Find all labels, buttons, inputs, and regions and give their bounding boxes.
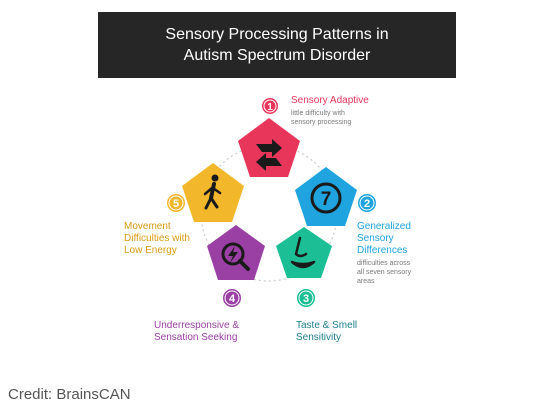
pattern-2-title-line-2: Sensory	[357, 233, 394, 244]
pattern-3-number-badge: 3	[297, 289, 315, 307]
magnifier-bolt-icon	[221, 242, 250, 271]
pattern-4-title-line-2: Sensation Seeking	[154, 332, 238, 343]
pattern-1-number-badge: 1	[262, 98, 278, 114]
pattern-2-title-line-1: Generalized	[357, 221, 411, 232]
pattern-4-number-badge: 4	[223, 289, 241, 307]
pattern-2-number: 2	[364, 198, 370, 210]
image-credit: Credit: BrainsCAN	[8, 386, 131, 403]
pattern-1-subtitle-line-2: sensory processing	[291, 119, 352, 126]
walking-person-icon	[203, 174, 222, 210]
pattern-3-title-line-1: Taste & Smell	[296, 320, 358, 331]
pattern-3-label: Taste & Smell Sensitivity	[296, 320, 357, 344]
pattern-2-number-badge: 2	[358, 194, 376, 212]
swap-arrows-icon	[256, 139, 282, 171]
pattern-3-title-line-2: Sensitivity	[296, 332, 342, 343]
pattern-5-title-line-1: Movement	[124, 221, 171, 232]
pattern-5-title-line-2: Difficulties with	[124, 233, 190, 244]
pattern-3-pentagon	[276, 227, 332, 278]
pattern-1-label: Sensory Adaptive little difficulty with …	[291, 95, 369, 127]
pattern-4-number: 4	[229, 293, 236, 305]
pattern-5-number: 5	[173, 198, 179, 210]
nose-mouth-icon	[290, 236, 316, 269]
pattern-2-pentagon	[295, 167, 357, 226]
pattern-2-subtitle-line-2: all seven sensory	[357, 269, 412, 276]
pattern-2-icon-text: 7	[321, 189, 332, 210]
pattern-5-title-line-3: Low Energy	[124, 245, 177, 256]
pattern-2-label: Generalized Sensory Differences difficul…	[357, 221, 411, 286]
pattern-2-title-line-3: Differences	[357, 245, 408, 256]
pattern-5-number-badge: 5	[167, 194, 185, 212]
diagram-title: Sensory Processing Patterns in Autism Sp…	[98, 12, 456, 78]
pattern-2-subtitle-line-3: areas	[357, 278, 375, 285]
pattern-1-title-line-1: Sensory Adaptive	[291, 95, 369, 106]
number-seven-circle-icon: 7	[310, 182, 342, 214]
pattern-3-number: 3	[303, 293, 309, 305]
pattern-5-label: Movement Difficulties with Low Energy	[124, 221, 190, 257]
pattern-4-label: Underresponsive & Sensation Seeking	[154, 320, 239, 344]
pattern-1-number: 1	[267, 102, 273, 113]
pattern-4-title-line-1: Underresponsive &	[154, 320, 240, 331]
pattern-1-subtitle-line-1: little difficulty with	[291, 110, 345, 117]
title-line-1: Sensory Processing Patterns in	[165, 26, 389, 43]
title-line-2: Autism Spectrum Disorder	[183, 47, 371, 64]
pattern-2-subtitle-line-1: difficulties across	[357, 260, 411, 267]
